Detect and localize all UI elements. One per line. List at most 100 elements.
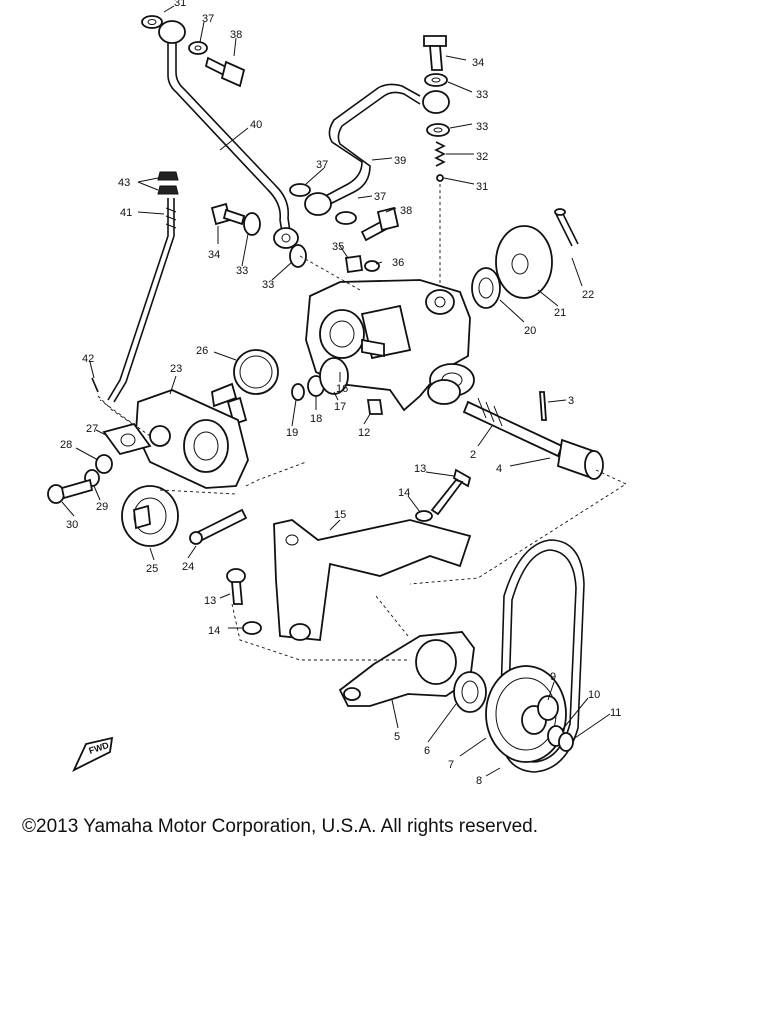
worm-shaft-2	[427, 379, 564, 458]
callout-35: 35	[332, 241, 344, 253]
oil-line-40	[158, 20, 299, 249]
exploded-parts-diagram: 31 37 38 34 33 33 32 31 40 39 37 38 43 4…	[47, 0, 627, 787]
copyright-notice: ©2013 Yamaha Motor Corporation, U.S.A. A…	[22, 816, 538, 837]
callout-38-top: 38	[230, 29, 242, 41]
callout-20: 20	[524, 325, 536, 337]
callout-33-right-a: 33	[476, 89, 488, 101]
callout-10: 10	[588, 689, 600, 701]
callout-15: 15	[334, 509, 346, 521]
bolt-13-left	[226, 568, 246, 605]
screw-30	[47, 478, 94, 504]
pulley-7	[485, 665, 567, 763]
callout-18: 18	[310, 413, 322, 425]
callout-34-left: 34	[208, 249, 220, 261]
callout-7: 7	[448, 759, 454, 771]
callout-21: 21	[554, 307, 566, 319]
callout-3: 3	[568, 395, 574, 407]
pulley-25	[121, 485, 179, 547]
bolt-24	[189, 508, 248, 545]
washer-37-mid-b	[335, 211, 357, 225]
callout-43: 43	[118, 177, 130, 189]
callout-16: 16	[336, 383, 348, 395]
gasket-27	[102, 422, 152, 456]
callout-2: 2	[470, 449, 476, 461]
arm-5	[338, 631, 475, 707]
callout-14-right: 14	[398, 487, 410, 499]
callout-12: 12	[358, 427, 370, 439]
banjo-bolt-34-left	[210, 202, 246, 226]
pin-3	[539, 391, 547, 421]
callout-27: 27	[86, 423, 98, 435]
plate-21	[495, 225, 553, 299]
callout-38-mid: 38	[400, 205, 412, 217]
seal-20	[471, 267, 501, 309]
callout-42: 42	[82, 353, 94, 365]
bearing-6	[453, 671, 487, 713]
callout-23: 23	[170, 363, 182, 375]
callout-9: 9	[550, 671, 556, 683]
washer-33-left-a	[243, 212, 261, 236]
callout-labels: 31 37 38 34 33 33 32 31 40 39 37 38 43 4…	[60, 0, 621, 787]
callout-22: 22	[582, 289, 594, 301]
callout-33-right-b: 33	[476, 121, 488, 133]
callout-5: 5	[394, 731, 400, 743]
washer-28	[95, 454, 113, 474]
assembly-guides	[99, 255, 627, 661]
washer-9	[537, 695, 559, 721]
callout-33-left-b: 33	[262, 279, 274, 291]
callout-39: 39	[394, 155, 406, 167]
washer-37-top	[188, 41, 208, 55]
washer-33-right-b	[426, 123, 450, 137]
callout-6: 6	[424, 745, 430, 757]
leader-lines	[61, 5, 611, 777]
callout-31-right: 31	[476, 181, 488, 193]
callout-26: 26	[196, 345, 208, 357]
callout-34-right: 34	[472, 57, 484, 69]
callout-28: 28	[60, 439, 72, 451]
callout-4: 4	[496, 463, 502, 475]
callout-40: 40	[250, 119, 262, 131]
nuts-43	[157, 171, 179, 195]
callout-30: 30	[66, 519, 78, 531]
banjo-bolt-38-mid	[360, 206, 400, 242]
front-direction-arrow-icon: FWD	[72, 736, 114, 772]
ball-31	[436, 174, 444, 290]
callout-13-right: 13	[414, 463, 426, 475]
callout-31-top: 31	[174, 0, 186, 9]
banjo-bolt-38-top	[204, 56, 246, 88]
cotter-pin-22	[554, 208, 579, 247]
washer-14-right	[415, 510, 433, 522]
washer-14-left	[242, 621, 262, 635]
callout-13-left: 13	[204, 595, 216, 607]
banjo-bolt-34-right	[423, 35, 447, 71]
circlip-11	[558, 732, 574, 752]
washer-33-left-b	[289, 244, 307, 268]
bracket-15	[273, 519, 472, 641]
washer-37-mid	[289, 183, 311, 197]
washer-19	[291, 383, 305, 401]
bolt-13-right	[430, 468, 472, 516]
callout-29: 29	[96, 501, 108, 513]
washer-36	[364, 260, 380, 272]
callout-17: 17	[334, 401, 346, 413]
cover-23	[135, 389, 249, 489]
bolt-12	[366, 399, 384, 415]
spring-32	[434, 141, 446, 167]
oil-line-39	[304, 83, 450, 216]
callout-14-left: 14	[208, 625, 220, 637]
bolt-35	[344, 254, 364, 274]
gear-26	[211, 349, 279, 426]
callout-36: 36	[392, 257, 404, 269]
callout-37-mid: 37	[316, 159, 328, 171]
callout-24: 24	[182, 561, 194, 573]
callout-37-mid-b: 37	[374, 191, 386, 203]
callout-37-top: 37	[202, 13, 214, 25]
washer-31-top	[141, 15, 163, 29]
callout-25: 25	[146, 563, 158, 575]
callout-41: 41	[120, 207, 132, 219]
plate-17	[319, 357, 349, 395]
washer-33-right-a	[424, 73, 448, 87]
control-rod-41	[107, 198, 177, 403]
callout-8: 8	[476, 775, 482, 787]
callout-32: 32	[476, 151, 488, 163]
